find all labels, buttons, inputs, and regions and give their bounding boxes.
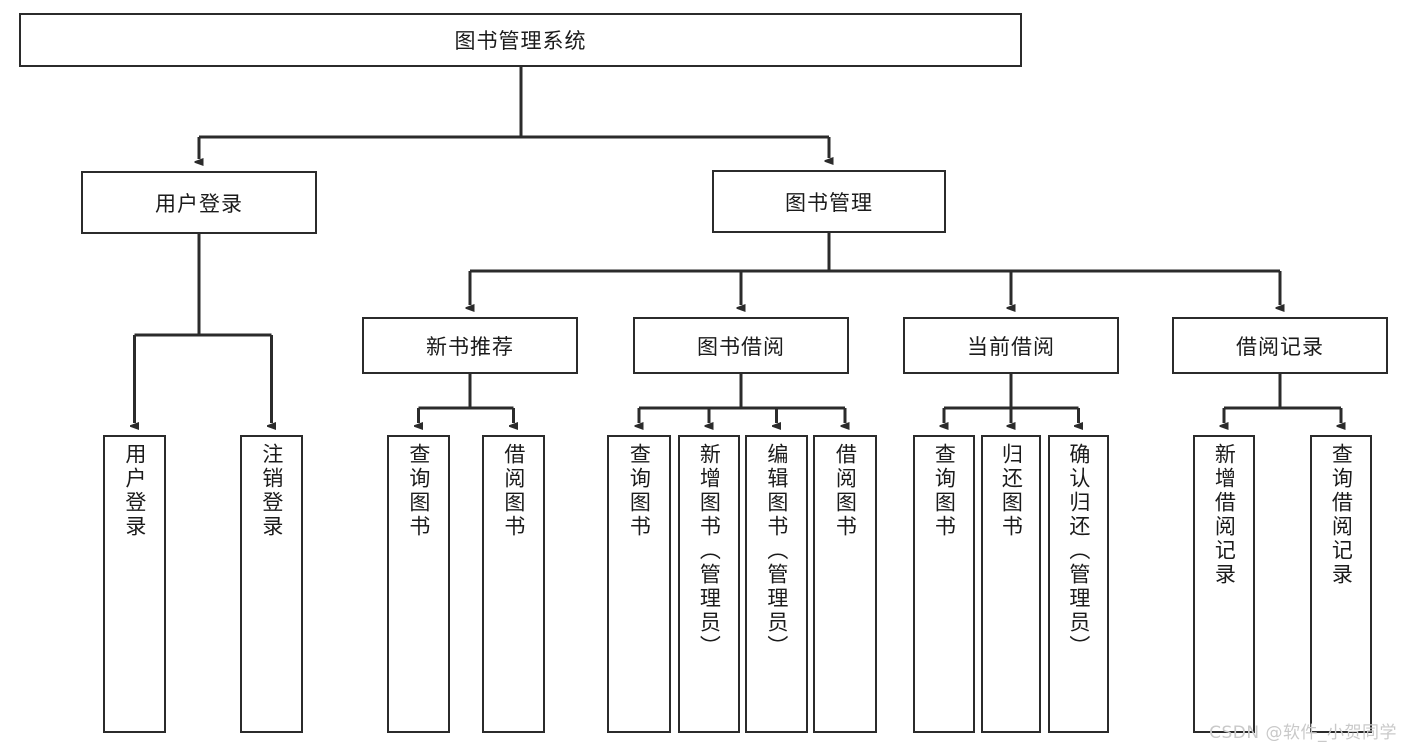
node-leaf-borrow-book[interactable]: 借阅图书 — [813, 435, 877, 733]
node-new-book-rec[interactable]: 新书推荐 — [362, 317, 578, 374]
node-root[interactable]: 图书管理系统 — [19, 13, 1022, 67]
node-leaf-query-book-cur[interactable]: 查询图书 — [913, 435, 975, 733]
node-label: 图书借阅 — [697, 334, 785, 359]
node-label: 图书管理 — [785, 190, 873, 215]
node-leaf-edit-book[interactable]: 编辑图书（管理员） — [745, 435, 808, 733]
node-leaf-borrow-book-rec[interactable]: 借阅图书 — [482, 435, 545, 733]
node-leaf-confirm-return[interactable]: 确认归还（管理员） — [1048, 435, 1109, 733]
node-leaf-query-record[interactable]: 查询借阅记录 — [1310, 435, 1372, 733]
node-label: 新书推荐 — [426, 334, 514, 359]
node-leaf-add-book[interactable]: 新增图书（管理员） — [678, 435, 740, 733]
watermark-label: CSDN @软件_小贺同学 — [1209, 723, 1397, 743]
node-label: 确认归还（管理员） — [1066, 443, 1091, 659]
node-book-manage[interactable]: 图书管理 — [712, 170, 946, 233]
node-leaf-user-login[interactable]: 用户登录 — [103, 435, 166, 733]
node-book-borrow[interactable]: 图书借阅 — [633, 317, 849, 374]
node-label: 图书管理系统 — [454, 29, 587, 53]
node-label: 查询图书 — [932, 443, 957, 539]
node-leaf-user-logout[interactable]: 注销登录 — [240, 435, 303, 733]
node-label: 借阅记录 — [1236, 334, 1324, 359]
node-label: 用户登录 — [155, 191, 243, 216]
node-label: 查询借阅记录 — [1329, 443, 1354, 587]
node-label: 用户登录 — [122, 443, 147, 539]
node-leaf-query-book[interactable]: 查询图书 — [607, 435, 671, 733]
node-user-login[interactable]: 用户登录 — [81, 171, 317, 234]
node-label: 借阅图书 — [833, 443, 858, 539]
node-label: 归还图书 — [999, 443, 1024, 539]
node-label: 查询图书 — [406, 443, 431, 539]
node-leaf-query-book-rec[interactable]: 查询图书 — [387, 435, 450, 733]
node-label: 注销登录 — [259, 443, 284, 539]
node-leaf-add-record[interactable]: 新增借阅记录 — [1193, 435, 1255, 733]
node-label: 新增图书（管理员） — [697, 443, 722, 659]
node-label: 编辑图书（管理员） — [764, 443, 789, 659]
node-label: 借阅图书 — [501, 443, 526, 539]
node-label: 新增借阅记录 — [1212, 443, 1237, 587]
node-label: 当前借阅 — [967, 334, 1055, 359]
node-current-borrow[interactable]: 当前借阅 — [903, 317, 1119, 374]
node-borrow-record[interactable]: 借阅记录 — [1172, 317, 1388, 374]
node-leaf-return-book[interactable]: 归还图书 — [981, 435, 1041, 733]
node-label: 查询图书 — [627, 443, 652, 539]
